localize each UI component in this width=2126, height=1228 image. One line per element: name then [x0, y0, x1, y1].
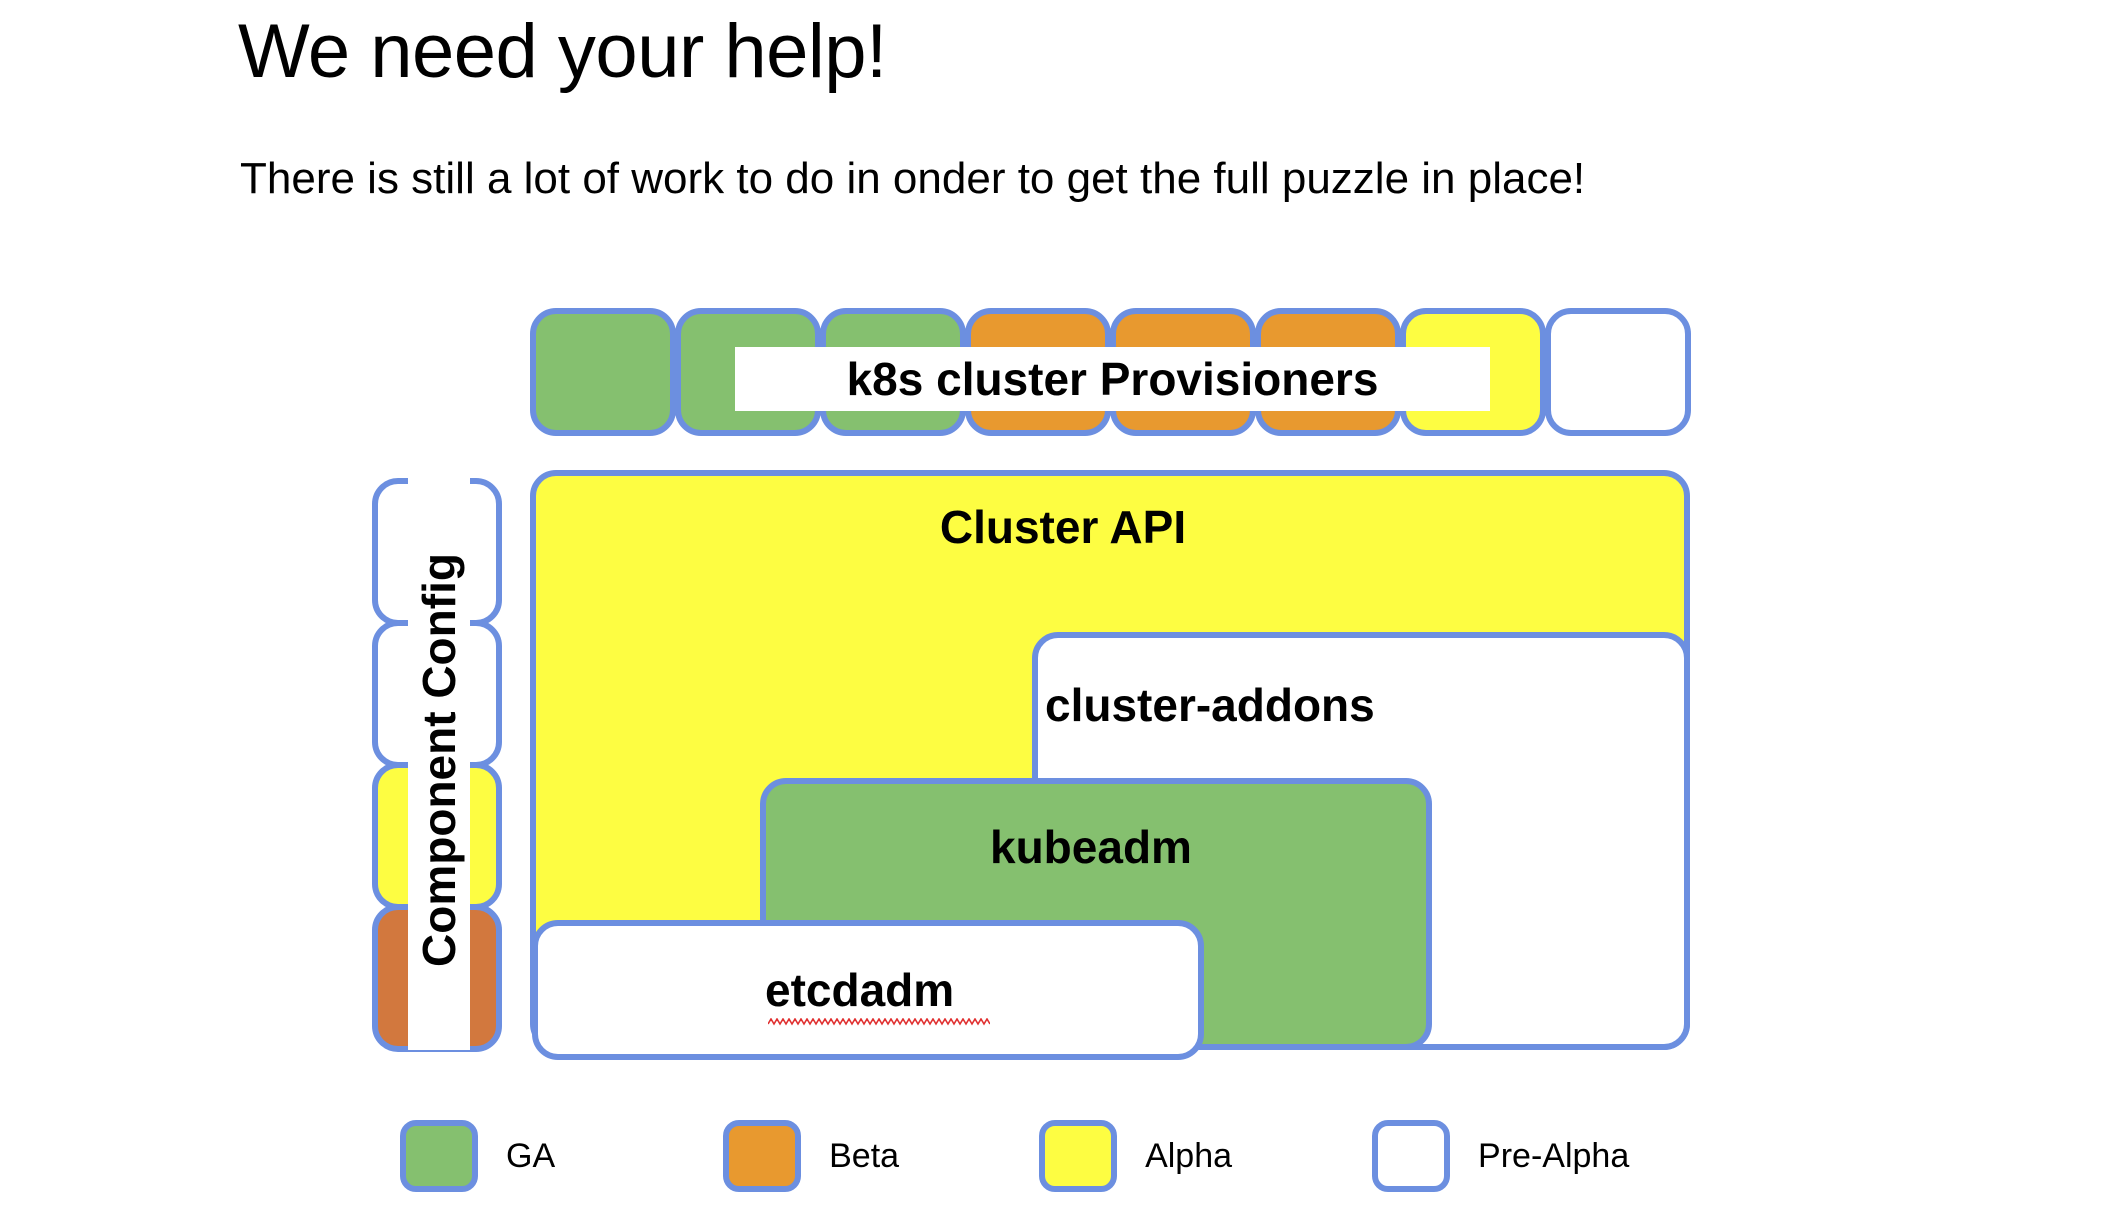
spellcheck-squiggle-icon: [768, 1018, 990, 1026]
legend-swatch-alpha: [1039, 1120, 1118, 1192]
component-config-label: Component Config: [413, 553, 465, 967]
legend-label-pre-alpha: Pre-Alpha: [1478, 1136, 1630, 1175]
provisioner-cell-1: [530, 308, 676, 436]
etcdadm-box: [532, 920, 1204, 1060]
page-title: We need your help!: [238, 9, 887, 94]
legend-item-ga: GA: [400, 1120, 555, 1192]
cluster-api-label: Cluster API: [939, 501, 1187, 553]
legend-item-pre-alpha: Pre-Alpha: [1372, 1120, 1629, 1192]
component-config-label-band: Component Config: [408, 470, 470, 1050]
provisioners-row-label: k8s cluster Provisioners: [735, 347, 1490, 411]
legend-label-ga: GA: [506, 1136, 556, 1175]
legend-label-beta: Beta: [829, 1136, 900, 1175]
legend-swatch-ga: [400, 1120, 478, 1192]
legend-swatch-pre-alpha: [1372, 1120, 1451, 1192]
legend-label-alpha: Alpha: [1145, 1136, 1233, 1175]
legend: GA Beta Alpha Pre-Alpha: [400, 1120, 1629, 1192]
legend-item-alpha: Alpha: [1039, 1120, 1232, 1192]
etcdadm-label: etcdadm: [765, 964, 955, 1016]
cluster-addons-label: cluster-addons: [1045, 679, 1375, 731]
provisioner-cell-8: [1545, 308, 1691, 436]
legend-item-beta: Beta: [723, 1120, 899, 1192]
legend-swatch-beta: [723, 1120, 802, 1192]
kubeadm-label: kubeadm: [990, 821, 1192, 873]
page-subtitle: There is still a lot of work to do in on…: [240, 154, 1586, 203]
